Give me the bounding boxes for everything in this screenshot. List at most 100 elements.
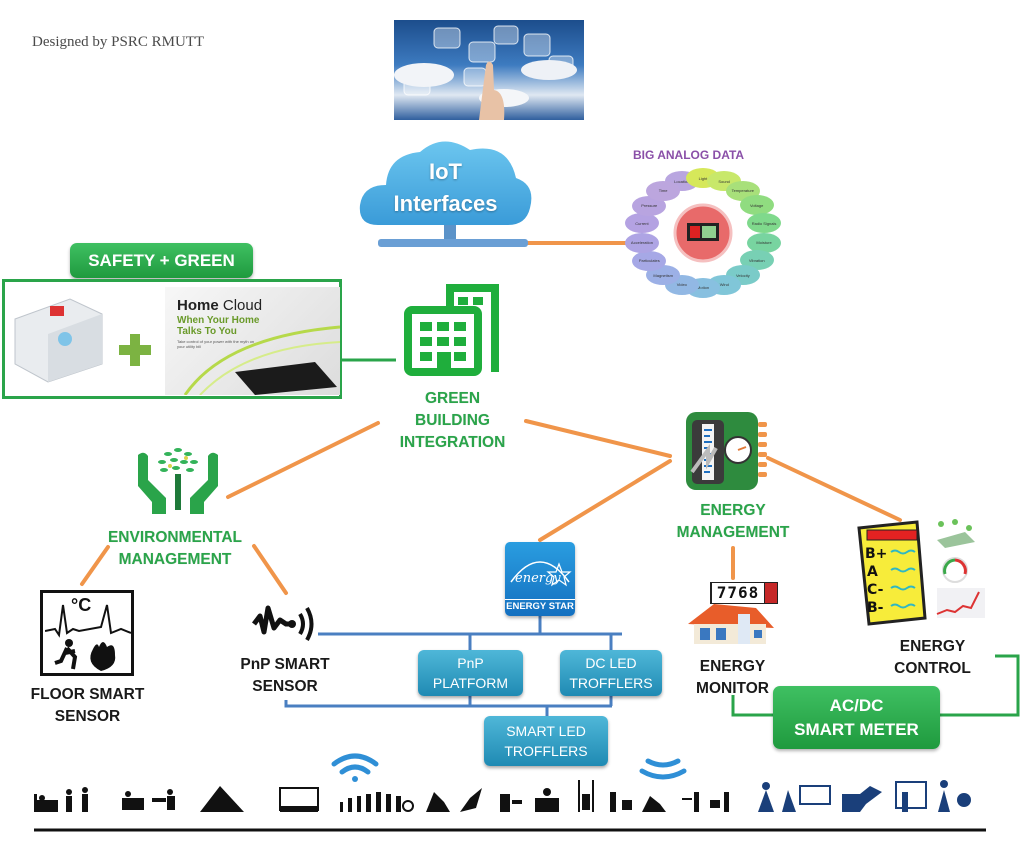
reception-desk-icon [535, 788, 559, 812]
wifi-icon [331, 753, 379, 782]
line-pnp-bus-bottom [284, 700, 612, 708]
pnp-platform-line1: PnP [457, 655, 484, 671]
plus-icon [119, 334, 151, 366]
person-ladder-icon [578, 780, 594, 812]
gbi-line1: GREEN [424, 390, 481, 407]
person-computer-icon [500, 794, 522, 812]
smart-meter-button[interactable]: AC/DC SMART METER [773, 686, 940, 749]
cloud-monitor-icon [359, 141, 532, 247]
floor-sensor-icon[interactable]: °C [40, 590, 134, 676]
big-analog-data-title: BIG ANALOG DATA [633, 148, 745, 162]
teacher-board-icon [895, 781, 927, 812]
person-standing-icon [66, 789, 72, 812]
safety-green-label: SAFETY + GREEN [88, 251, 235, 270]
ring-label-particulates: Particulates [632, 250, 667, 271]
person-desk-icon [152, 789, 175, 810]
line-meter-monitor [731, 695, 775, 717]
em-line1: ENERGY [700, 502, 766, 519]
building-icon [404, 284, 499, 376]
dentist-chair-icon [842, 786, 882, 812]
floor-line1: FLOOR SMART [30, 686, 145, 703]
energy-star-logo: energy [510, 561, 572, 587]
report-card-gauge-icon: B+ A C- B- [857, 519, 985, 626]
grade-1: B+ [865, 546, 887, 562]
smart-device-icon [14, 298, 103, 383]
heartbeat-run-fire-icon [45, 604, 131, 671]
house-icon [688, 604, 774, 644]
dc-led-button[interactable]: DC LED TROFFLERS [560, 650, 662, 696]
ring-label-radio-signals: Radio Signals [747, 213, 782, 234]
em-line2: MANAGEMENT [676, 524, 790, 541]
person-pointing-icon [682, 792, 699, 812]
ring-label-moisture: Moisture [747, 232, 782, 253]
ring-label-acceleration: Acceleration [624, 232, 659, 253]
line-env-pnp [252, 544, 288, 595]
energy-management-label: ENERGY MANAGEMENT [668, 500, 798, 544]
energy-monitor-icon[interactable]: 7768 [686, 580, 780, 646]
smart-meter-line1: AC/DC [829, 695, 884, 715]
chef-grill-icon [938, 780, 971, 812]
line-gbi-energy [524, 419, 672, 458]
line-energy-control [766, 456, 902, 522]
meter-digits: 7768 [712, 583, 764, 603]
presentation-audience-icon [279, 787, 319, 812]
pnp-sensor-line1: PnP SMART [240, 656, 330, 673]
homecloud-small-text: Take control of your power with the myth… [177, 339, 255, 349]
person-stroller-icon [610, 792, 632, 812]
line-meter-control [940, 654, 1020, 717]
ring-label-voltage: Voltage [739, 195, 774, 216]
grade-4: B- [867, 600, 884, 616]
person-worker-icon [758, 782, 774, 812]
person-sofa-icon [122, 791, 144, 810]
ectl-line1: ENERGY [899, 638, 966, 655]
environmental-icon[interactable] [134, 440, 222, 515]
people-row-icon [340, 792, 414, 812]
data-ring-icon [673, 203, 733, 263]
smart-meter-line2: SMART METER [794, 719, 919, 739]
emon-line1: ENERGY [699, 658, 766, 675]
energy-management-icon[interactable] [686, 412, 772, 492]
pnp-platform-button[interactable]: PnP PLATFORM [418, 650, 523, 696]
energy-star-badge[interactable]: energy ENERGY STAR [505, 542, 575, 616]
person-drinking-icon [82, 787, 88, 812]
dc-led-line1: DC LED [585, 655, 637, 671]
touch-screen-illustration [394, 25, 577, 120]
iot-interfaces-cloud[interactable]: IoT Interfaces [358, 130, 533, 255]
wifi-signal-icon [639, 758, 687, 780]
line-gbi-env [226, 421, 380, 499]
iot-title-line2: Interfaces [393, 191, 498, 216]
group-people-icon [200, 786, 244, 812]
homecloud-device-image [183, 325, 340, 395]
line-energy-star [538, 459, 672, 542]
homecloud-brand-home: Home [177, 297, 219, 314]
env-line2: MANAGEMENT [118, 551, 232, 568]
energy-control-icon[interactable]: B+ A C- B- [855, 518, 990, 626]
ectl-line2: CONTROL [894, 660, 971, 677]
grade-3: C- [867, 582, 884, 598]
energy-monitor-label: ENERGY MONITOR [680, 656, 785, 700]
floor-line2: SENSOR [54, 708, 121, 725]
safety-green-panel: Home Cloud When Your Home Talks To You T… [2, 279, 342, 399]
pnp-sensor-wave-icon[interactable] [252, 598, 322, 648]
smart-led-line2: TROFFLERS [504, 743, 588, 759]
person-sleeping-icon [34, 794, 58, 812]
smart-led-button[interactable]: SMART LED TROFFLERS [484, 716, 608, 766]
gbi-line2: BUILDING [415, 412, 490, 429]
person-cleaning-icon [426, 792, 450, 812]
floor-sensor-label: FLOOR SMART SENSOR [25, 684, 150, 728]
safety-green-badge[interactable]: SAFETY + GREEN [70, 243, 253, 278]
env-line1: ENVIRONMENTAL [107, 529, 243, 546]
homecloud-tagline-1: When Your Home [177, 315, 260, 326]
energy-star-label: ENERGY STAR [505, 599, 575, 612]
energy-script: energy [515, 571, 561, 586]
meter-chip-icon [686, 412, 767, 490]
daily-activities-pictograms [34, 780, 986, 832]
dc-led-line2: TROFFLERS [569, 675, 653, 691]
green-building-icon[interactable] [400, 280, 505, 380]
homecloud-tagline-2: Talks To You [177, 326, 237, 337]
person-cart-icon [710, 792, 729, 812]
ring-label-current: Current [624, 213, 659, 234]
grade-2: A [867, 564, 878, 580]
